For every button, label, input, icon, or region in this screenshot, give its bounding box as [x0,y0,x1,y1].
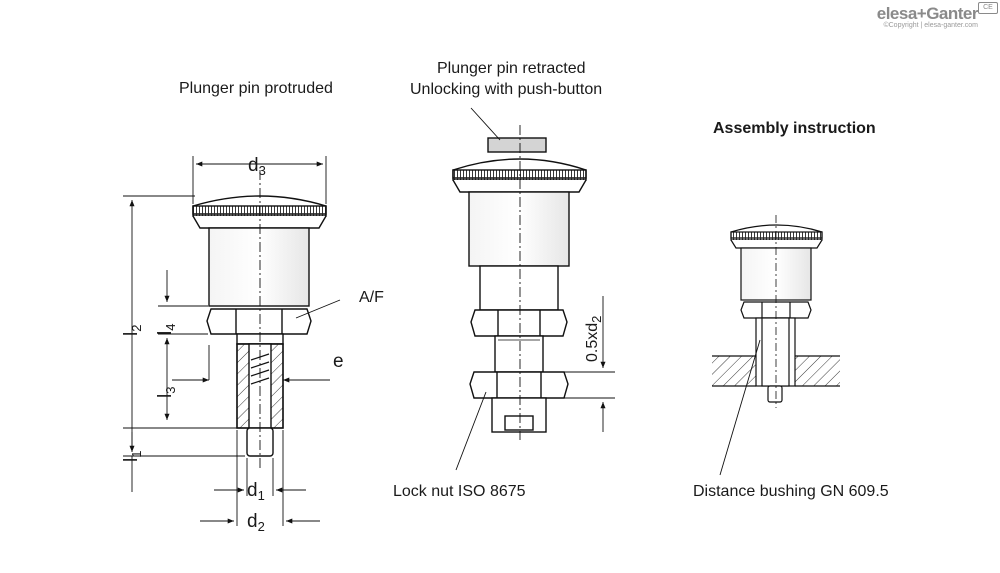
title-protruded: Plunger pin protruded [179,80,333,97]
dim-af: A/F [359,289,384,306]
brand-copyright: ©Copyright | elesa-ganter.com [883,22,978,29]
view-protruded [123,156,341,526]
brand-mark: CE [978,2,998,14]
dim-d1: d1 [247,480,265,503]
brand-name: elesa+Ganter [876,4,979,23]
dim-l3: l3 [155,386,178,398]
dim-l4: l4 [155,323,178,335]
view-assembly [712,215,840,476]
title-retracted-line2: Unlocking with push-button [410,81,603,98]
dim-l1: l1 [121,450,144,462]
dim-l2: l2 [121,324,144,336]
dim-half-d2: 0.5xd2 [584,315,604,362]
title-retracted-line1: Plunger pin retracted [437,60,586,77]
callout-lock-nut: Lock nut ISO 8675 [393,483,526,500]
brand-logo: elesa+Ganter ©Copyright | elesa-ganter.c… [876,4,979,30]
view-retracted [452,107,615,471]
dim-d3: d3 [248,155,266,178]
dim-d2: d2 [247,511,265,534]
callout-bushing: Distance bushing GN 609.5 [693,483,889,500]
dim-e: e [333,351,344,372]
title-assembly: Assembly instruction [713,120,876,137]
